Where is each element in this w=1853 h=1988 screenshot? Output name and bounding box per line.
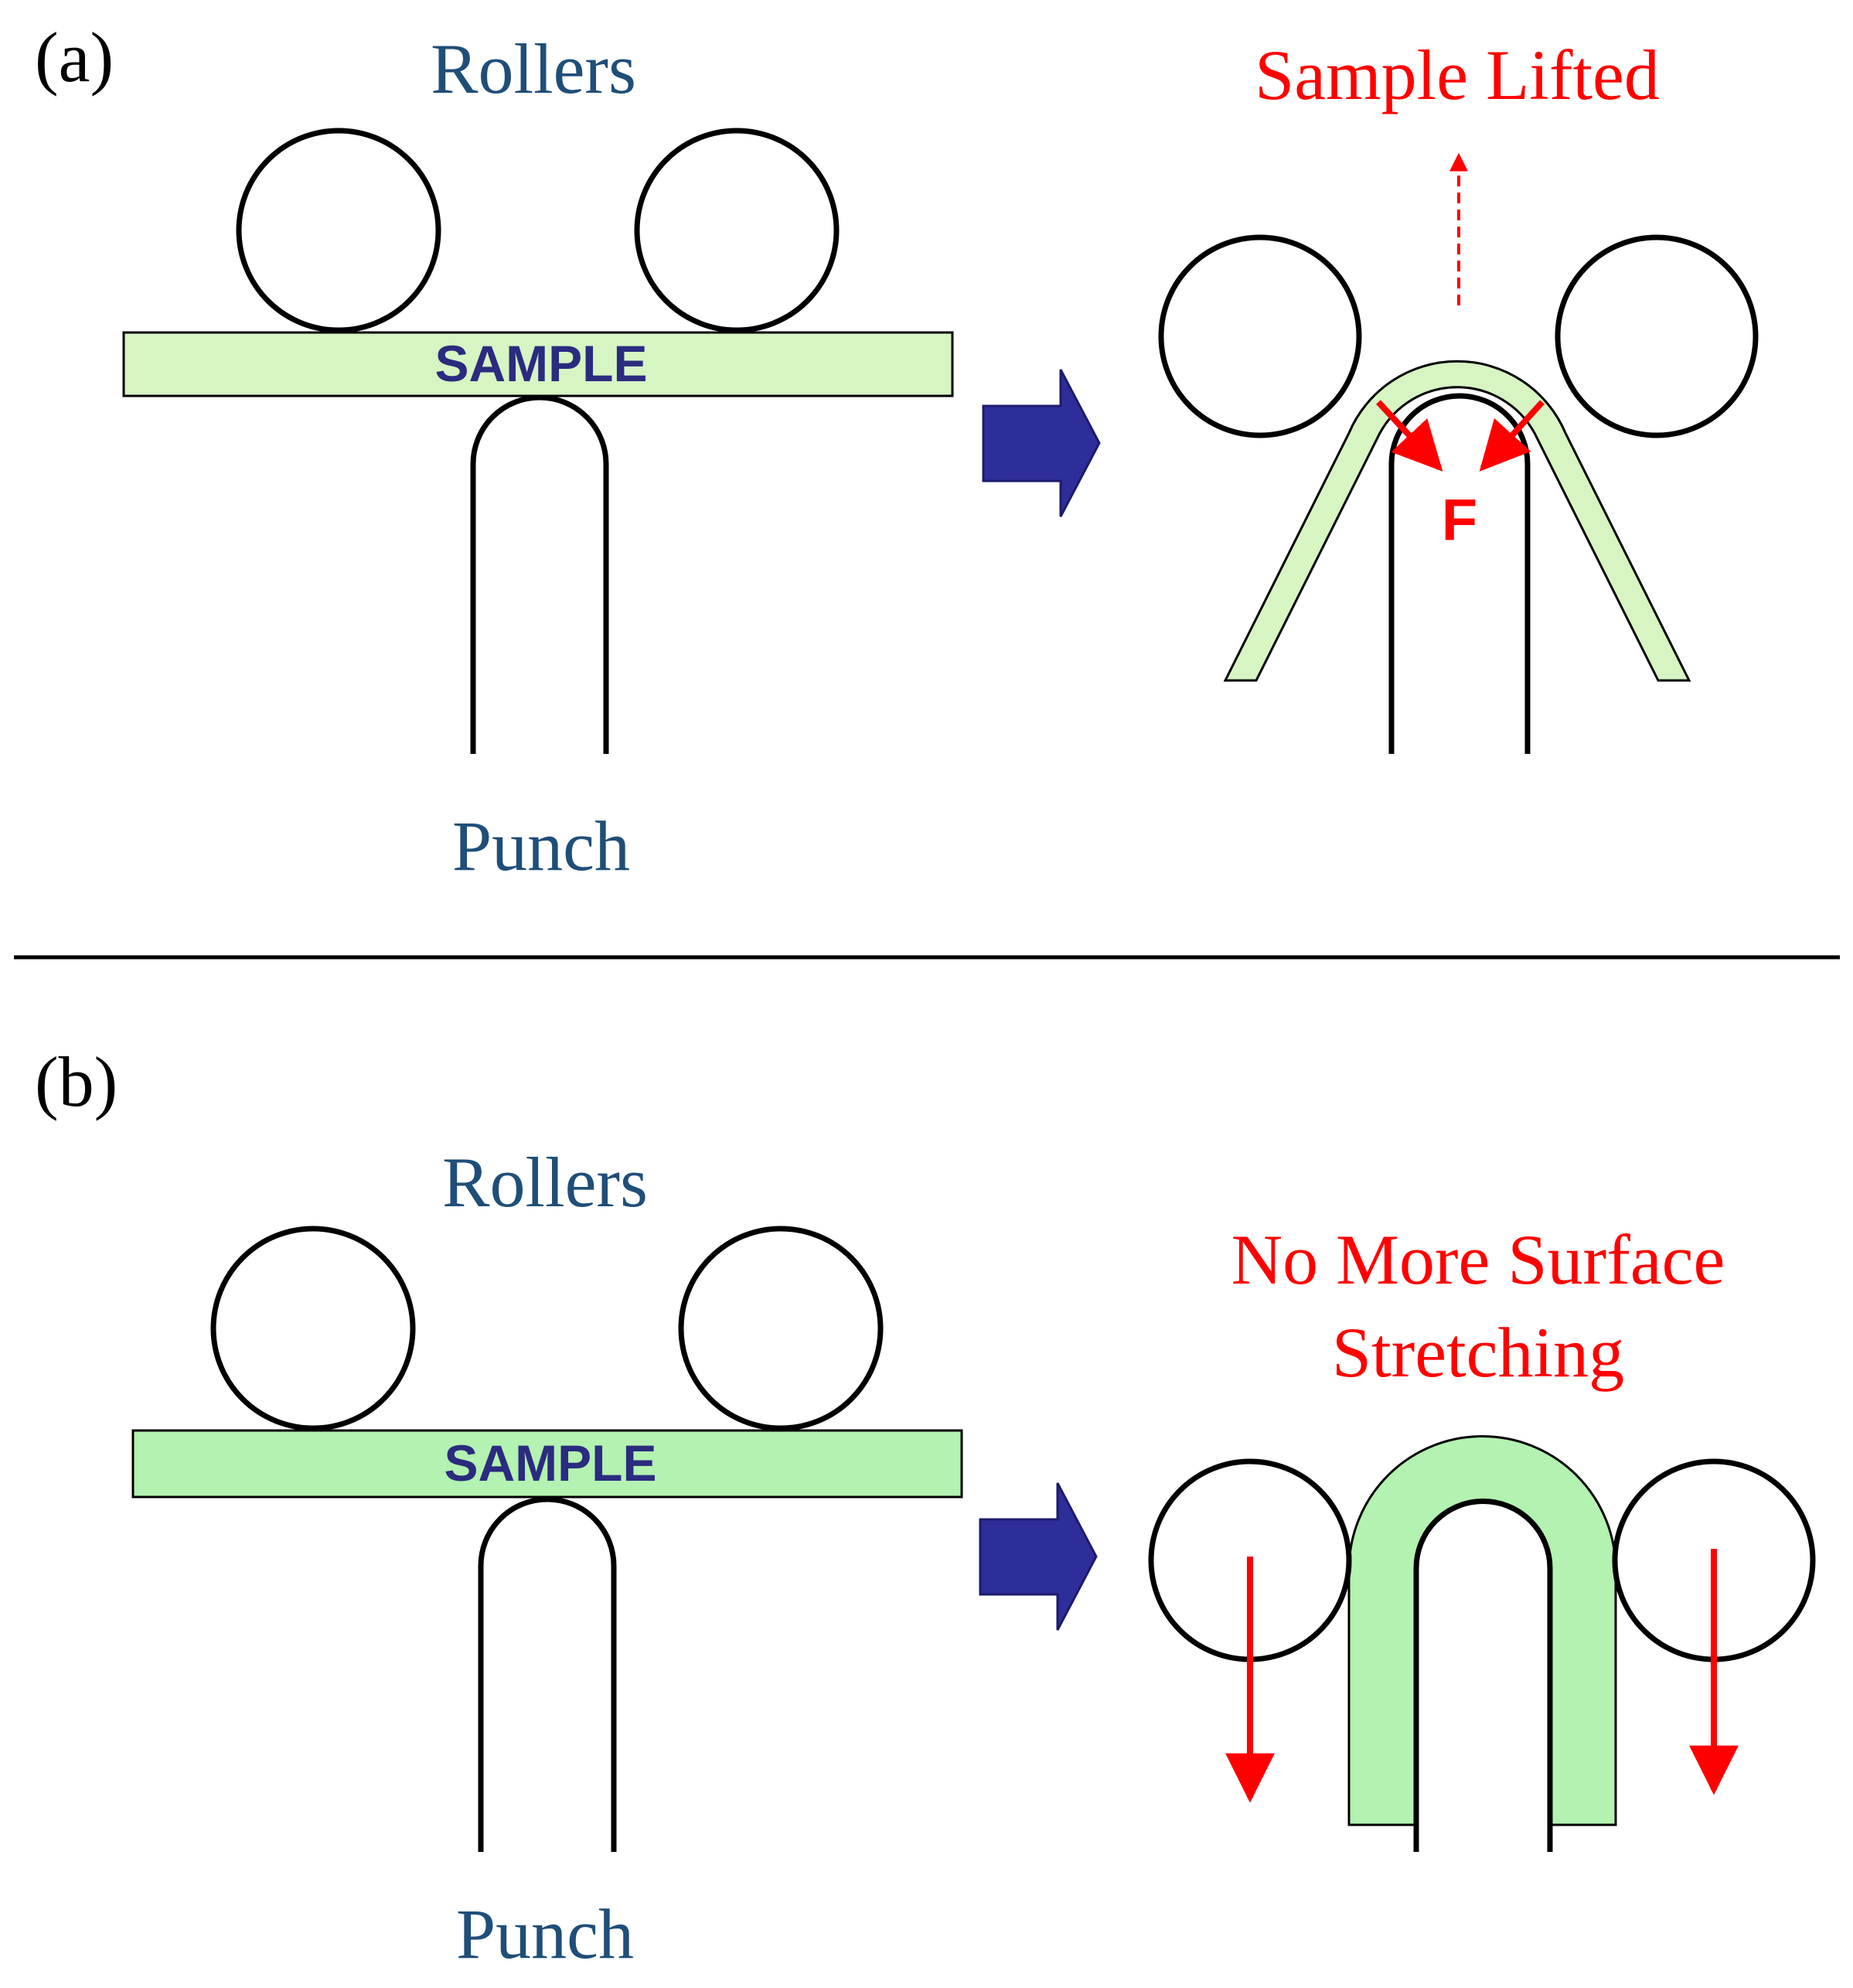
panel-b-punch-label: Punch <box>456 1894 634 1973</box>
flat-sample <box>122 331 954 397</box>
panel-b: (b) Rollers SAMPLE Punch No More Surface… <box>35 1042 1816 1973</box>
force-arrow-icon <box>1479 400 1545 472</box>
sample-label: SAMPLE <box>434 335 647 392</box>
panel-b-bent-state <box>1148 1435 1816 1852</box>
punch-bent <box>1388 393 1531 754</box>
punch <box>478 1496 617 1852</box>
panel-a-bent-state: F <box>1158 152 1759 754</box>
right-roller <box>678 1226 884 1431</box>
panel-a-initial-setup: SAMPLE <box>122 128 954 754</box>
panel-a-letter: (a) <box>35 18 114 97</box>
no-more-stretching-label-line1: No More Surface <box>1231 1220 1725 1299</box>
punch-bent <box>1413 1499 1553 1852</box>
panel-a-rollers-label: Rollers <box>431 29 636 108</box>
u-bent-sample <box>1347 1435 1617 1826</box>
next-step-arrow-icon <box>979 1482 1098 1631</box>
left-roller <box>210 1226 416 1431</box>
panel-a: (a) Rollers SAMPLE Punch Sample Lifted F <box>35 18 1759 885</box>
panel-a-punch-label: Punch <box>452 806 630 885</box>
next-step-arrow-icon <box>982 369 1101 517</box>
panel-b-letter: (b) <box>35 1042 118 1121</box>
no-more-stretching-label-line2: Stretching <box>1332 1313 1624 1392</box>
right-roller <box>634 128 840 333</box>
flat-sample <box>131 1429 963 1499</box>
left-roller-bent <box>1158 234 1362 438</box>
punch <box>470 394 609 754</box>
right-roller-bent <box>1555 234 1759 438</box>
sample-lifted-label: Sample Lifted <box>1255 36 1660 114</box>
sample-label: SAMPLE <box>444 1434 656 1492</box>
force-arrow-icon <box>1376 400 1443 472</box>
left-roller <box>236 128 441 333</box>
panel-b-rollers-label: Rollers <box>442 1143 648 1222</box>
panel-b-initial-setup: SAMPLE <box>131 1226 963 1852</box>
force-label: F <box>1442 487 1477 553</box>
bent-sample <box>1223 360 1691 682</box>
